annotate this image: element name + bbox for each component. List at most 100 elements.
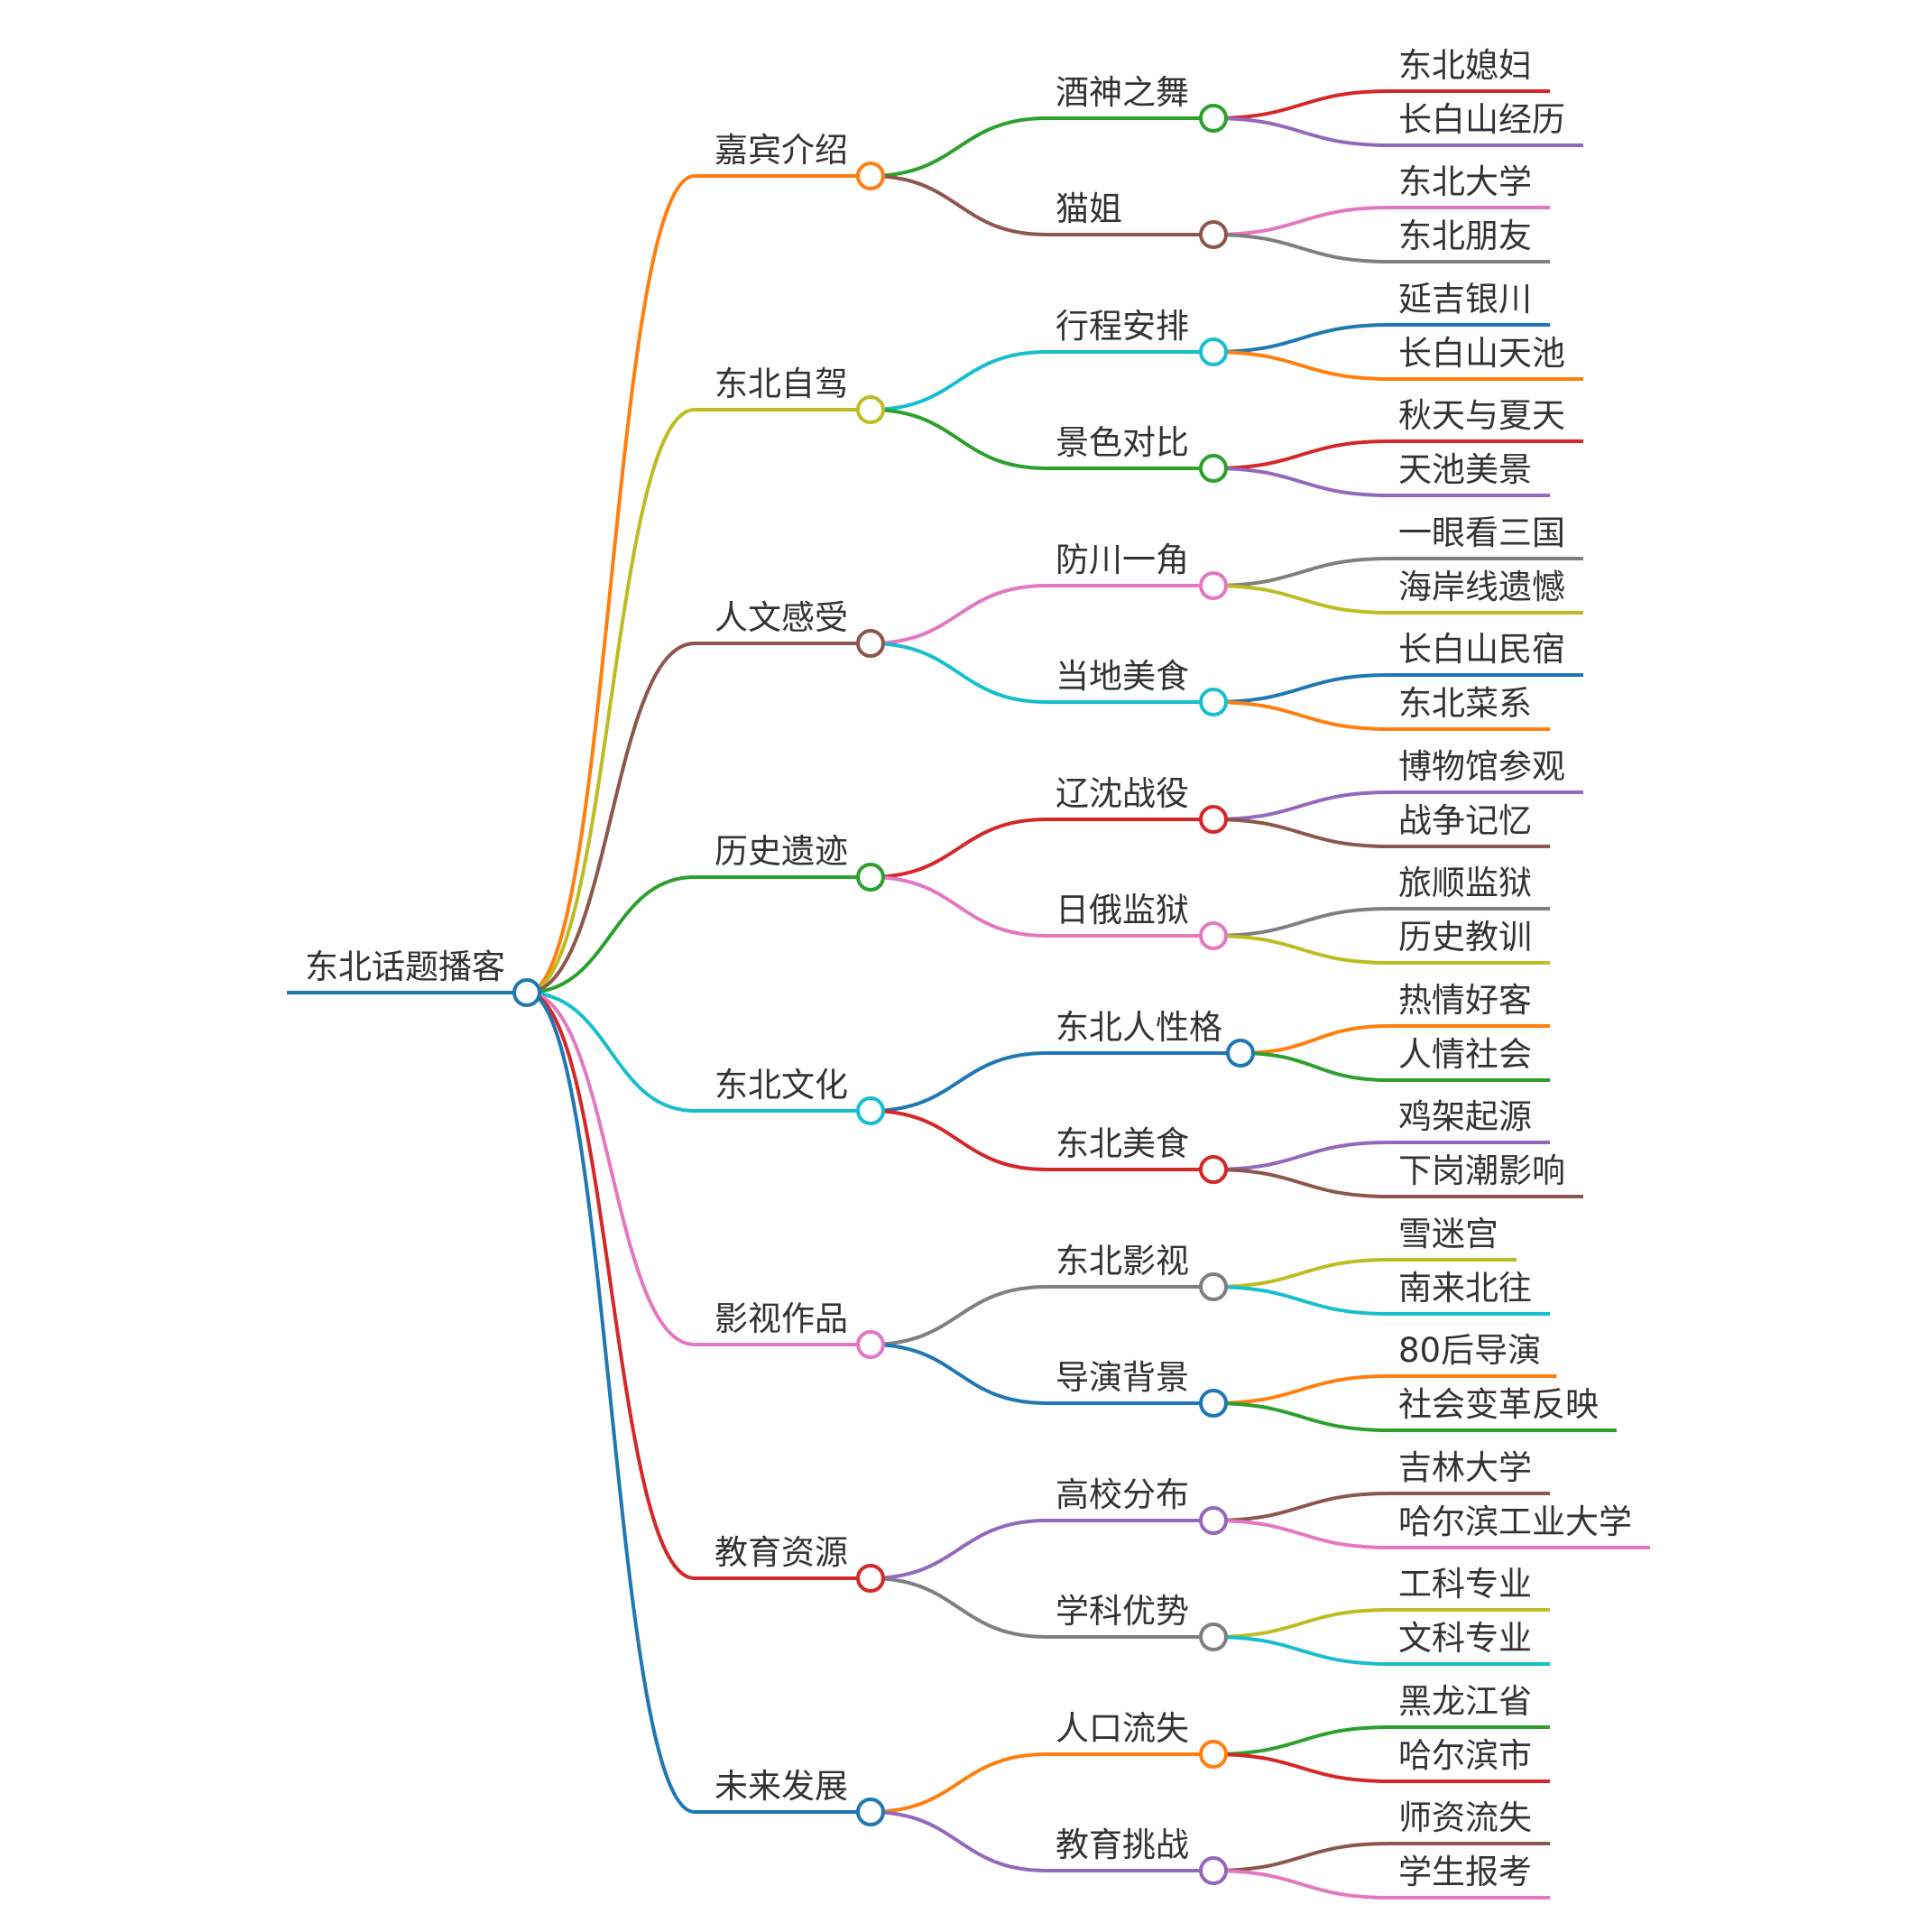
branch-node[interactable] <box>856 1798 885 1826</box>
leaf-edge <box>1240 1051 1390 1082</box>
leaf-label: 博物馆参观 <box>1398 747 1565 786</box>
leaf-label: 80后导演 <box>1398 1331 1541 1370</box>
branch-node[interactable] <box>856 629 885 658</box>
leaf-edge <box>1212 1608 1390 1639</box>
labels-layer: 东北话题播客嘉宾介绍酒神之舞东北媳妇长白山经历猫姐东北大学东北朋友东北自驾行程安… <box>305 46 1632 1891</box>
leaf-edge <box>1212 233 1390 263</box>
subtopic-node[interactable] <box>1199 1740 1228 1769</box>
subtopic-edge <box>870 875 1047 938</box>
subtopic-node[interactable] <box>1199 1272 1228 1301</box>
leaf-label: 黑龙江省 <box>1398 1682 1532 1721</box>
branch-edge <box>526 991 696 1113</box>
branch-node[interactable] <box>856 863 885 892</box>
leaf-edge <box>1212 1869 1390 1900</box>
subtopic-edge <box>870 1810 1047 1872</box>
leaf-label: 哈尔滨工业大学 <box>1398 1502 1632 1541</box>
leaf-label: 工科专业 <box>1398 1565 1532 1604</box>
subtopic-edge <box>870 642 1047 704</box>
branch-label: 历史遗迹 <box>715 832 848 871</box>
leaf-edge <box>1212 1725 1390 1756</box>
branch-node[interactable] <box>856 162 885 190</box>
leaf-edge <box>1212 323 1390 354</box>
subtopic-node[interactable] <box>1199 454 1228 483</box>
subtopic-node[interactable] <box>1199 1506 1228 1535</box>
leaf-label: 学生报考 <box>1398 1853 1532 1891</box>
branch-label: 未来发展 <box>715 1767 848 1806</box>
leaf-edge <box>1212 790 1390 821</box>
leaf-label: 历史教训 <box>1398 918 1532 957</box>
subtopic-node[interactable] <box>1199 104 1228 133</box>
underlines-layer <box>287 89 1650 1900</box>
subtopic-node[interactable] <box>1199 921 1228 950</box>
subtopic-edge <box>870 1519 1047 1580</box>
subtopic-node[interactable] <box>1199 220 1228 249</box>
leaf-edge <box>1212 1285 1390 1316</box>
leaf-edge <box>1212 1519 1390 1549</box>
root-node[interactable] <box>512 978 541 1007</box>
leaf-edge <box>1212 584 1390 615</box>
subtopic-node[interactable] <box>1199 1155 1228 1184</box>
branch-node[interactable] <box>856 1096 885 1125</box>
leaf-edge <box>1212 439 1390 470</box>
leaf-edge <box>1212 350 1390 381</box>
leaf-label: 长白山民宿 <box>1398 630 1565 669</box>
subtopic-node[interactable] <box>1199 337 1228 366</box>
branch-edge <box>526 991 696 1814</box>
leaf-label: 海岸线遗憾 <box>1398 568 1565 606</box>
leaf-label: 下岗潮影响 <box>1398 1151 1565 1190</box>
leaf-label: 人情社会 <box>1398 1035 1532 1074</box>
subtopic-label: 教育挑战 <box>1056 1826 1189 1864</box>
subtopic-node[interactable] <box>1199 688 1228 716</box>
branch-node[interactable] <box>856 1330 885 1359</box>
branch-edge <box>526 642 696 994</box>
leaf-label: 战争记忆 <box>1398 801 1532 840</box>
branch-edge <box>526 174 696 994</box>
leaf-label: 东北朋友 <box>1398 217 1532 255</box>
leaf-label: 旅顺监狱 <box>1398 864 1532 902</box>
branch-edge <box>526 991 696 1346</box>
leaf-label: 东北媳妇 <box>1398 46 1532 85</box>
nodes-layer <box>512 104 1255 1885</box>
subtopic-edge <box>870 1752 1047 1814</box>
subtopic-node[interactable] <box>1199 805 1228 834</box>
leaf-label: 秋天与夏天 <box>1398 396 1565 435</box>
leaf-edge <box>1212 1635 1390 1666</box>
leaf-label: 社会变革反映 <box>1398 1385 1599 1424</box>
subtopic-node[interactable] <box>1199 1389 1228 1418</box>
subtopic-label: 学科优势 <box>1056 1592 1189 1631</box>
subtopic-edge <box>870 1576 1047 1639</box>
leaf-label: 鸡架起源 <box>1398 1097 1532 1136</box>
subtopic-edge <box>870 584 1047 645</box>
subtopic-edge <box>870 1109 1047 1171</box>
leaf-edge <box>1240 1024 1390 1055</box>
branch-node[interactable] <box>856 1564 885 1593</box>
leaf-edge <box>1212 1752 1390 1783</box>
leaf-label: 东北大学 <box>1398 162 1532 201</box>
subtopic-edge <box>870 174 1047 236</box>
branch-label: 教育资源 <box>715 1533 848 1572</box>
subtopic-label: 景色对比 <box>1056 423 1189 462</box>
subtopic-edge <box>870 1343 1047 1405</box>
leaf-label: 热情好客 <box>1398 981 1532 1020</box>
subtopic-edge <box>870 408 1047 470</box>
subtopic-node[interactable] <box>1199 1622 1228 1651</box>
subtopic-node[interactable] <box>1199 1856 1228 1885</box>
branch-label: 影视作品 <box>715 1299 848 1338</box>
leaf-label: 一眼看三国 <box>1398 513 1565 552</box>
subtopic-label: 日俄监狱 <box>1056 891 1189 929</box>
branch-node[interactable] <box>856 395 885 424</box>
subtopic-label: 高校分布 <box>1056 1475 1189 1514</box>
subtopic-label: 东北人性格 <box>1056 1008 1222 1047</box>
branch-label: 嘉宾介绍 <box>715 131 848 170</box>
leaf-label: 天池美景 <box>1398 450 1532 489</box>
subtopic-node[interactable] <box>1226 1039 1255 1068</box>
subtopic-node[interactable] <box>1199 571 1228 600</box>
subtopic-label: 东北美食 <box>1056 1124 1189 1163</box>
leaf-edge <box>1212 907 1390 938</box>
leaf-label: 长白山经历 <box>1398 100 1565 139</box>
subtopic-edge <box>870 1285 1047 1346</box>
root-label: 东北话题播客 <box>305 948 505 986</box>
subtopic-label: 当地美食 <box>1056 657 1189 696</box>
subtopic-label: 防川一角 <box>1056 541 1189 579</box>
